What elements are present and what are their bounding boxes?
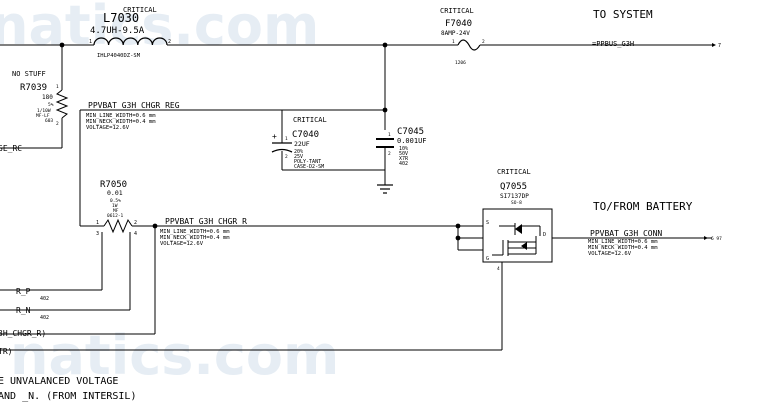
r7050-type: MF	[113, 208, 119, 214]
chgr-reg-net-label: PPVBAT_G3H_CHGR_REG	[88, 101, 180, 110]
r7039-tol: 5%	[48, 102, 54, 108]
l7030-part: IHLP4040DZ-SM	[97, 53, 141, 59]
c7045-pin2: 2	[388, 151, 391, 157]
q7055-critical: CRITICAL	[497, 168, 531, 176]
c7040-plus: +	[272, 132, 277, 141]
chgr-r-net-label: PPVBAT_G3H_CHGR_R	[165, 217, 247, 226]
c7040-critical: CRITICAL	[293, 116, 327, 124]
c7040-pin2: 2	[285, 154, 288, 160]
r7039-pin1: 1	[56, 84, 59, 90]
conn-rule-3: VOLTAGE=12.6V	[588, 251, 632, 257]
left-r-p: R_P	[16, 287, 31, 296]
conn-net-label: PPVBAT_G3H_CONN	[590, 229, 662, 238]
c7040-volt: 25V	[294, 154, 303, 160]
body-diode-symbol	[514, 223, 527, 250]
resistor-r7050-symbol	[103, 218, 133, 234]
q7055-part: SI7137DP	[500, 193, 529, 200]
c7040-pin1: 1	[285, 136, 288, 142]
to-from-battery-label: TO/FROM BATTERY	[593, 200, 693, 213]
q7055-pin-d: D	[543, 232, 546, 238]
watermark-top: natics.com	[0, 0, 319, 57]
l7030-pin1: 1	[89, 39, 92, 45]
left-se-rc: SE_RC	[0, 144, 22, 153]
f7040-critical: CRITICAL	[440, 7, 474, 15]
ppbus-net-label: =PPBUS_G3H	[592, 40, 634, 48]
junction-dots	[59, 42, 461, 241]
ppbus-page-ref: 7	[718, 43, 721, 49]
l7030-critical: CRITICAL	[123, 6, 157, 14]
r7050-pin3: 3	[96, 231, 99, 237]
to-system-label: TO SYSTEM	[593, 8, 653, 21]
q7055-ref: Q7055	[500, 182, 527, 192]
r7039-value: 180	[42, 94, 53, 101]
conn-off-arrow	[704, 236, 708, 240]
wires	[0, 44, 712, 351]
r7050-pin4: 4	[134, 231, 137, 237]
note-line-2: AND _N. (FROM INTERSIL)	[0, 391, 136, 402]
r7039-pin2: 2	[56, 121, 59, 127]
c7045-value: 0.001UF	[397, 137, 427, 145]
ground-symbol	[377, 184, 393, 194]
chgr-reg-rule-1: MIN_LINE_WIDTH=0.6 mm	[86, 113, 156, 119]
r7050-pkg: 0612-1	[107, 213, 124, 219]
r7039-ref: R7039	[20, 83, 47, 93]
c7045-tol: 10%	[399, 146, 408, 152]
f7040-ref: F7040	[445, 19, 472, 29]
left-ref-402a: 402	[40, 296, 49, 302]
r7039-nostuff: NO STUFF	[12, 70, 46, 78]
conn-rule-2: MIN_NECK_WIDTH=0.4 mm	[588, 245, 658, 251]
q7055-pin-g: G	[486, 256, 489, 262]
chgr-r-rule-3: VOLTAGE=12.6V	[160, 241, 204, 247]
r7039-pkg: 603	[45, 118, 53, 124]
l7030-pin2: 2	[168, 39, 171, 45]
r7050-value: 0.01	[107, 189, 123, 197]
resistor-r7039-symbol	[55, 89, 69, 119]
r7050-tol: 0.5%	[110, 198, 121, 204]
left-r-n: R_N	[16, 306, 31, 315]
q7055-pin4: 4	[497, 266, 500, 272]
q7055-pkg: SO-8	[511, 200, 522, 206]
f7040-pin2: 2	[482, 39, 485, 45]
c7045-pkg: 402	[399, 161, 408, 167]
r7039-power: 1/10W	[37, 108, 51, 114]
r7050-pin2: 2	[134, 220, 137, 226]
c7040-plate-bottom	[271, 148, 293, 153]
r7050-power: 1W	[112, 203, 118, 209]
c7045-ref: C7045	[397, 127, 424, 137]
chgr-r-rule-2: MIN_NECK_WIDTH=0.4 mm	[160, 235, 230, 241]
c7045-pin1: 1	[388, 132, 391, 138]
f7040-part: 1206	[455, 60, 466, 66]
left-ref-402b: 402	[40, 315, 49, 321]
chgr-reg-rule-2: MIN_NECK_WIDTH=0.4 mm	[86, 119, 156, 125]
c7040-type: POLY-TANT	[294, 159, 321, 165]
l7030-ref: L7030	[103, 11, 139, 25]
fuse-symbol	[457, 39, 481, 51]
inductor-symbol	[93, 37, 168, 46]
chgr-r-rule-1: MIN_LINE_WIDTH=0.6 mm	[160, 229, 230, 235]
c7045-type: X7R	[399, 156, 409, 162]
q7055-pin-s: S	[486, 220, 489, 226]
note-line-1: E UNVALANCED VOLTAGE	[0, 376, 118, 387]
fet-arrow	[521, 242, 527, 250]
c7045-volt: 50V	[399, 151, 408, 157]
r7050-pin1: 1	[96, 220, 99, 226]
f7040-pin1: 1	[452, 39, 455, 45]
c7040-tol: 20%	[294, 149, 303, 155]
left-chgr-r: 3H_CHGR_R)	[0, 329, 46, 338]
c7040-pkg: CASE-D2-SM	[294, 164, 324, 170]
conn-rule-1: MIN_LINE_WIDTH=0.6 mm	[588, 239, 658, 245]
left-tr: TR)	[0, 347, 12, 356]
f7040-value: 8AMP-24V	[441, 30, 470, 37]
c7040-ref: C7040	[292, 130, 319, 140]
conn-page-ref: 6 97	[711, 236, 722, 242]
r7050-ref: R7050	[100, 180, 127, 190]
l7030-value: 4.7UH-9.5A	[90, 26, 145, 36]
ppbus-off-arrow	[712, 43, 716, 47]
c7040-value: 22UF	[294, 140, 310, 148]
r7039-type: MF-LF	[36, 113, 50, 119]
chgr-reg-rule-3: VOLTAGE=12.6V	[86, 125, 130, 131]
